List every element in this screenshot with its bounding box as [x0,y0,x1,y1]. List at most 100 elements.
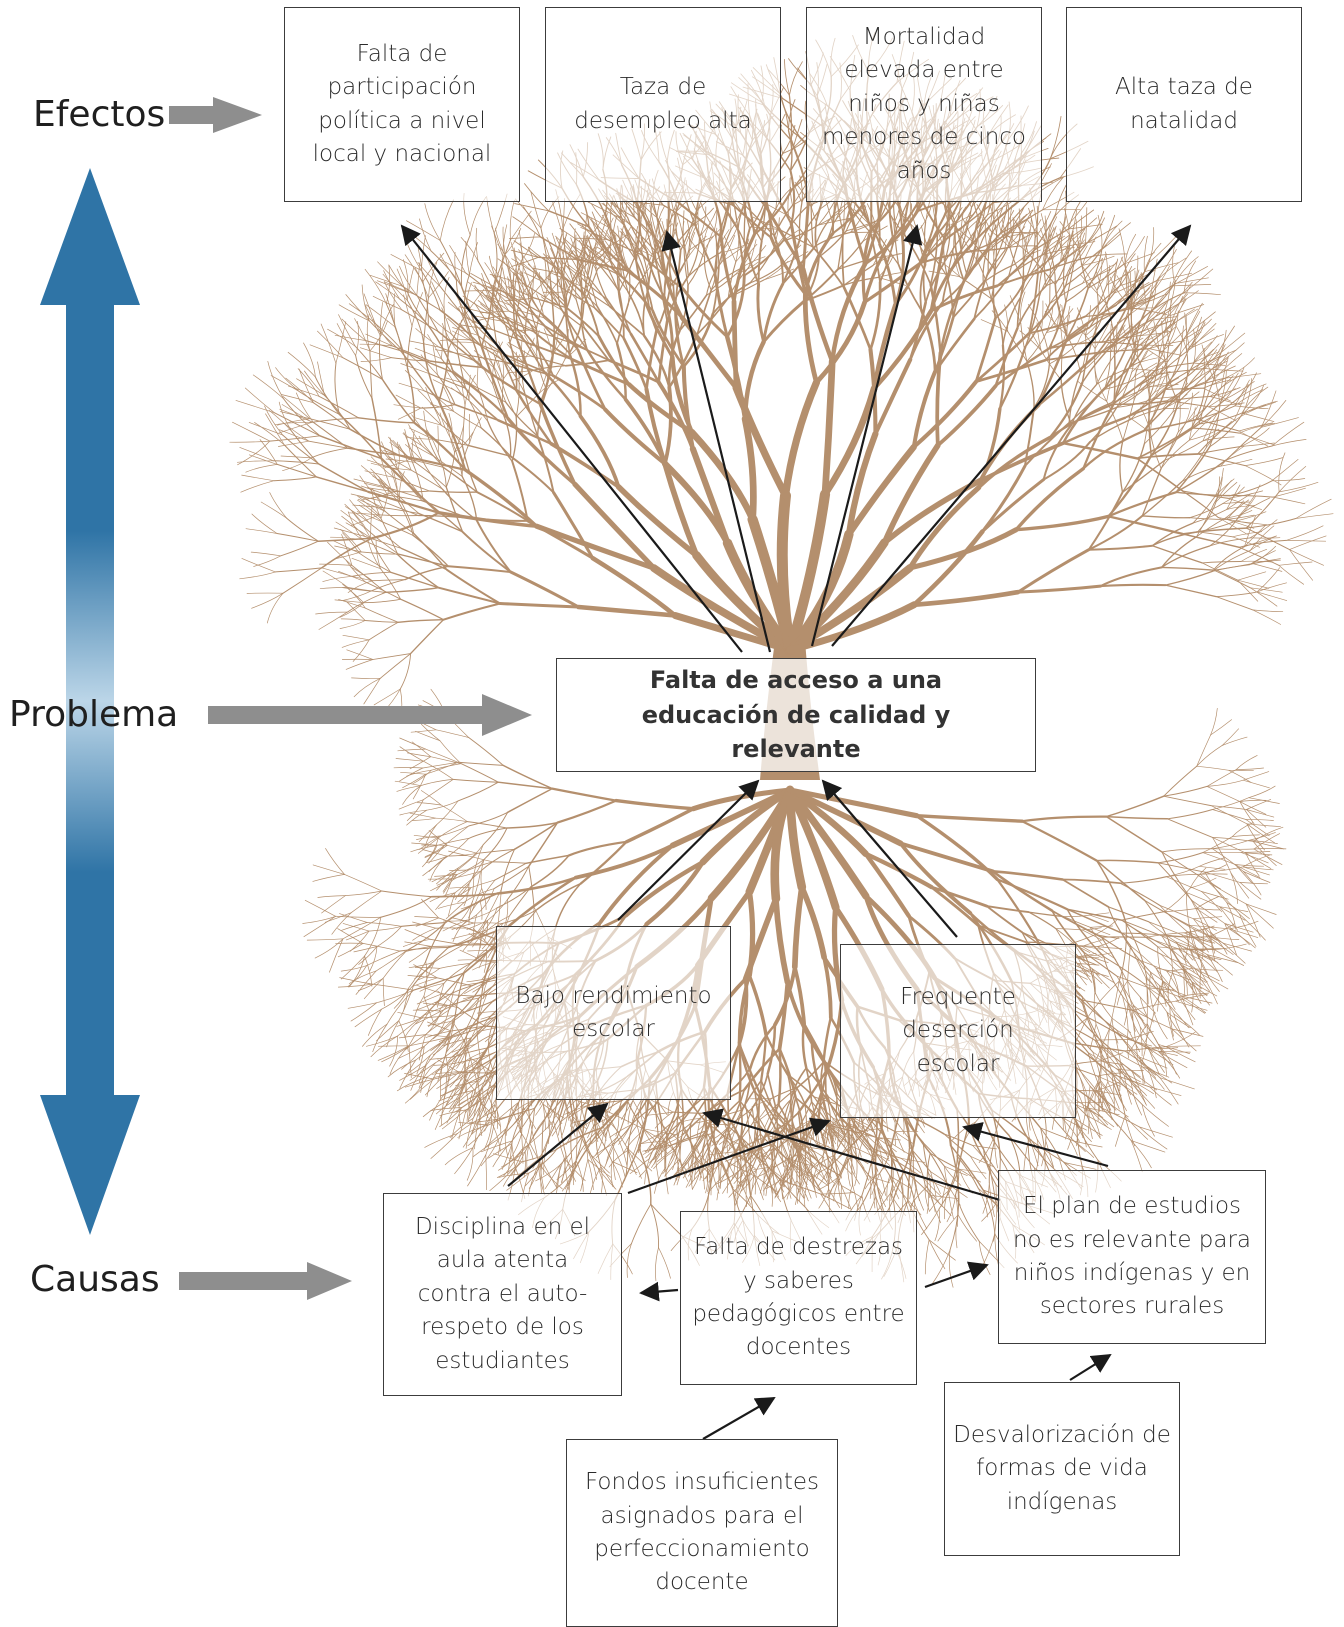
tree-branch [709,1151,736,1156]
tree-branch [1197,445,1242,455]
tree-branch [516,274,534,299]
tree-branch [370,456,394,478]
tree-branch [1252,609,1284,613]
tree-branch [524,334,538,358]
tree-branch [1023,421,1071,468]
tree-branch [492,1140,513,1168]
tree-branch [574,246,598,263]
tree-branch [643,1128,668,1154]
tree-branch [473,960,497,963]
tree-branch [518,249,538,275]
tree-branch [265,413,285,446]
tree-branch [687,1161,693,1190]
tree-branch [457,1037,472,1064]
tree-branch [1260,417,1299,428]
tree-branch [959,233,979,262]
tree-branch [588,1151,610,1174]
tree-branch [1016,548,1091,594]
tree-branch [753,1174,764,1201]
tree-branch [897,263,923,312]
tree-branch [529,1107,536,1144]
tree-branch [871,1160,877,1197]
tree-branch [338,304,370,322]
tree-branch [656,1142,680,1163]
tree-branch [1170,298,1187,332]
tree-branch [487,1014,498,1048]
tree-branch [690,787,793,812]
tree-branch [1183,260,1197,294]
tree-branch [1202,436,1235,442]
tree-branch [441,1091,447,1126]
tree-branch [1061,416,1127,445]
tree-branch [982,1189,996,1235]
tree-branch [457,844,484,869]
tree-branch [931,1249,951,1285]
tree-branch [543,1147,547,1175]
tree-branch [453,1043,477,1063]
tree-branch [851,1154,854,1186]
tree-branch [502,908,538,924]
tree-branch [766,1023,777,1076]
tree-branch [798,884,827,961]
tree-branch [507,876,578,928]
tree-branch [381,890,433,898]
tree-branch [1214,325,1235,358]
tree-branch [348,303,376,324]
tree-branch [337,943,364,958]
tree-branch [458,306,492,315]
tree-branch [748,245,767,268]
tree-branch [318,463,370,493]
tree-branch [478,1058,493,1083]
tree-branch [376,1020,400,1042]
tree-branch [363,482,392,490]
tree-branch [446,1097,461,1124]
tree-branch [423,297,429,344]
tree-branch [929,1194,952,1216]
tree-branch [348,575,373,582]
tree-branch [439,240,463,288]
tree-branch [1047,244,1056,286]
tree-branch [404,565,450,581]
tree-branch [406,809,428,826]
tree-branch [335,321,347,364]
tree-branch [556,1127,603,1150]
tree-branch [723,1122,736,1154]
tree-branch [399,265,418,296]
tree-branch [636,1125,642,1151]
tree-branch [460,1080,478,1098]
tree-branch [1159,1077,1195,1090]
tree-branch [1049,255,1095,271]
tree-branch [295,392,314,423]
tree-branch [1198,343,1220,365]
tree-branch [1164,368,1197,391]
tree-branch [443,919,468,922]
tree-branch [848,1115,875,1150]
tree-branch [491,285,511,306]
tree-branch [407,325,413,369]
tree-branch [288,385,320,397]
tree-branch [340,618,366,621]
tree-branch [934,256,961,278]
tree-branch [610,202,635,218]
tree-branch [461,405,466,447]
tree-branch [510,210,532,241]
tree-branch [589,1166,602,1194]
tree-branch [465,1051,485,1069]
tree-branch [355,321,359,356]
tree-branch [377,1045,410,1047]
tree-branch [338,598,366,609]
tree-branch [907,485,982,571]
tree-branch [467,1047,489,1074]
tree-branch [445,368,462,395]
tree-branch [398,799,424,810]
tree-branch [437,990,459,1008]
tree-branch [618,1124,632,1145]
tree-branch [464,316,493,330]
tree-branch [468,399,482,429]
tree-branch [435,729,470,738]
tree-branch [1089,308,1127,322]
tree-branch [1272,487,1306,498]
tree-branch [500,320,529,344]
tree-branch [564,359,610,367]
tree-branch [1248,550,1276,566]
